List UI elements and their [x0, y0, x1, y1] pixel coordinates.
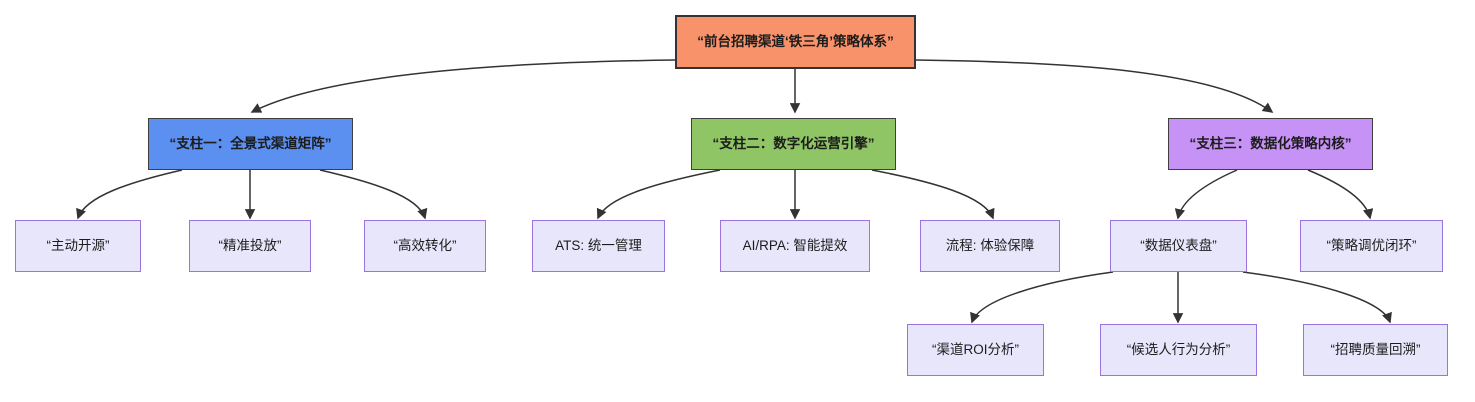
node-leaf-precise-delivery[interactable]: “精准投放” — [189, 220, 311, 272]
node-sub-candidate-behavior[interactable]: “候选人行为分析” — [1100, 324, 1257, 376]
edge-root-to-pillar3 — [915, 59, 1274, 113]
node-leaf-ats[interactable]: ATS: 统一管理 — [532, 220, 665, 272]
edge-pillar3-to-l7 — [1174, 169, 1238, 220]
node-sub-candidate-behavior-label: “候选人行为分析” — [1126, 342, 1231, 358]
node-sub-hire-quality-label: “招聘质量回溯” — [1330, 342, 1421, 358]
node-leaf-strategy-loop[interactable]: “策略调优闭环” — [1300, 220, 1443, 272]
edge-pillar3-to-l8 — [1307, 169, 1374, 220]
node-leaf-active-sourcing-label: “主动开源” — [46, 238, 110, 254]
edge-pillar1-to-l3 — [319, 169, 428, 220]
edge-dashboard-to-s1 — [970, 271, 1114, 324]
node-root-label: “前台招聘渠道‘铁三角’策略体系” — [697, 34, 894, 50]
node-pillar-2-label: “支柱二：数字化运营引擎” — [712, 136, 875, 152]
node-pillar-1-label: “支柱一：全景式渠道矩阵” — [169, 136, 332, 152]
node-sub-channel-roi[interactable]: “渠道ROI分析” — [907, 324, 1044, 376]
node-leaf-efficient-conversion[interactable]: “高效转化” — [364, 220, 486, 272]
node-leaf-process[interactable]: 流程: 体验保障 — [920, 220, 1060, 272]
node-leaf-ai-rpa[interactable]: AI/RPA: 智能提效 — [720, 220, 870, 272]
node-pillar-2[interactable]: “支柱二：数字化运营引擎” — [691, 118, 896, 170]
node-pillar-3-label: “支柱三：数据化策略内核” — [1189, 136, 1352, 152]
edge-root-to-pillar1 — [250, 59, 676, 113]
node-sub-hire-quality[interactable]: “招聘质量回溯” — [1303, 324, 1448, 376]
node-sub-channel-roi-label: “渠道ROI分析” — [932, 342, 1019, 358]
node-root[interactable]: “前台招聘渠道‘铁三角’策略体系” — [675, 15, 916, 69]
node-leaf-precise-delivery-label: “精准投放” — [218, 238, 282, 254]
edge-dashboard-to-s3 — [1242, 271, 1392, 324]
node-leaf-strategy-loop-label: “策略调优闭环” — [1326, 238, 1417, 254]
node-leaf-dashboard[interactable]: “数据仪表盘” — [1110, 220, 1247, 272]
edge-pillar2-to-l4 — [596, 169, 721, 220]
node-pillar-1[interactable]: “支柱一：全景式渠道矩阵” — [148, 118, 353, 170]
node-pillar-3[interactable]: “支柱三：数据化策略内核” — [1168, 118, 1373, 170]
node-leaf-efficient-conversion-label: “高效转化” — [393, 238, 457, 254]
edge-pillar2-to-l6 — [871, 169, 995, 220]
edge-pillar1-to-l1 — [76, 169, 183, 220]
node-leaf-active-sourcing[interactable]: “主动开源” — [15, 220, 141, 272]
node-leaf-process-label: 流程: 体验保障 — [945, 238, 1035, 254]
node-leaf-ats-label: ATS: 统一管理 — [555, 238, 642, 254]
node-leaf-ai-rpa-label: AI/RPA: 智能提效 — [742, 238, 848, 254]
node-leaf-dashboard-label: “数据仪表盘” — [1140, 238, 1217, 254]
